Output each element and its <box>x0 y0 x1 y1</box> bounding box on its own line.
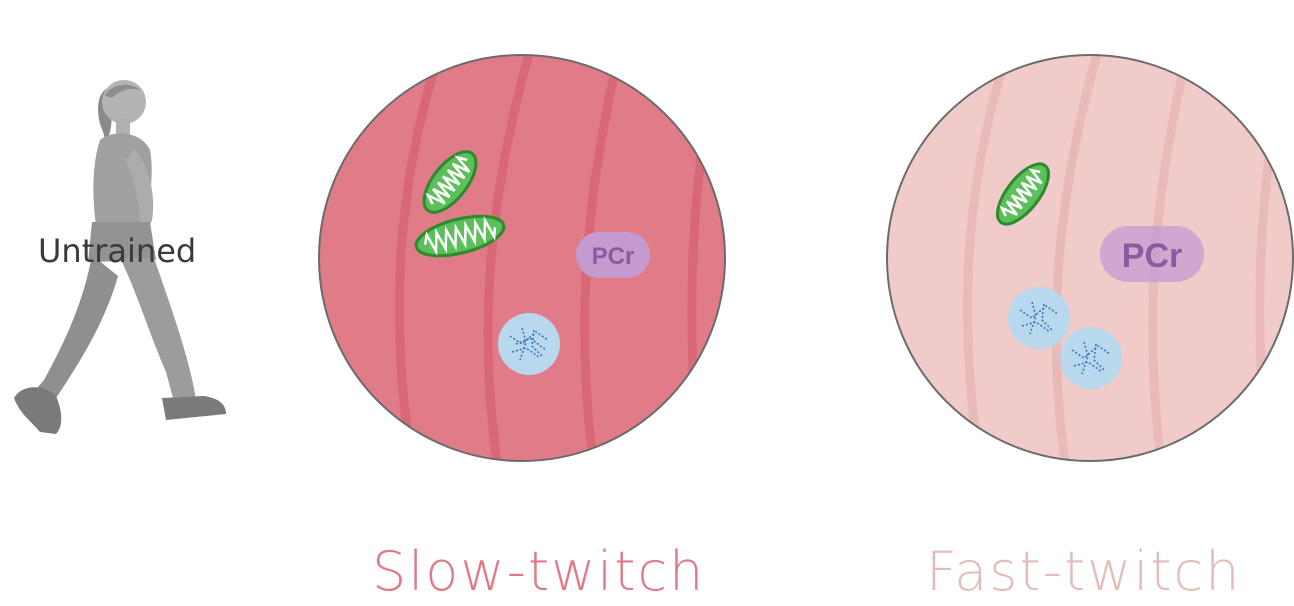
fast-twitch-label: Fast-twitch <box>926 540 1241 603</box>
pcr-badge: PCr <box>576 232 650 278</box>
pcr-badge: PCr <box>1100 226 1204 282</box>
glycogen-granule-icon <box>1060 327 1122 389</box>
fast-twitch-fiber: PCr <box>887 50 1293 470</box>
slow-twitch-label: Slow-twitch <box>372 540 705 603</box>
glycogen-granule-icon <box>498 313 560 375</box>
untrained-label: Untrained <box>38 232 196 270</box>
pcr-label: PCr <box>592 243 635 270</box>
glycogen-granule-icon <box>1008 287 1070 349</box>
pcr-label: PCr <box>1122 237 1182 275</box>
slow-twitch-fiber: PCr <box>319 50 725 470</box>
